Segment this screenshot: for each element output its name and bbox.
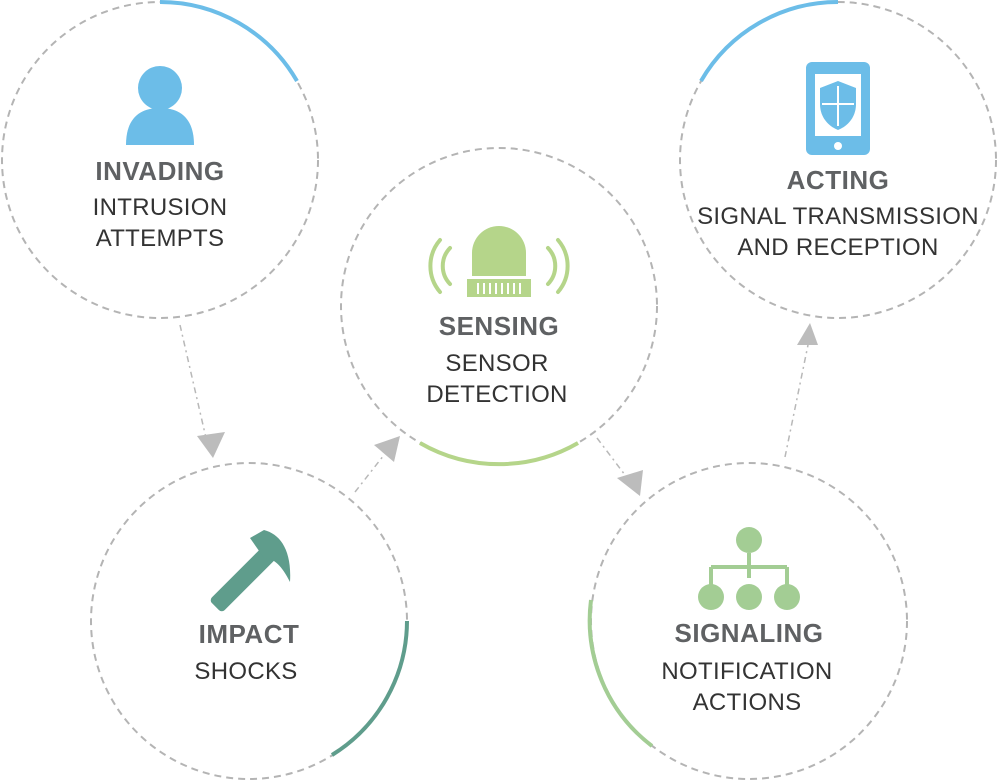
- stage-line: ATTEMPTS: [96, 225, 225, 252]
- stage-title: INVADING: [95, 156, 224, 186]
- stage-line: AND RECEPTION: [737, 234, 938, 261]
- stage-title: SENSING: [439, 311, 560, 341]
- connectors: [179, 323, 818, 496]
- stage-line: DETECTION: [426, 381, 567, 408]
- network-hierarchy-icon: [698, 527, 800, 610]
- arrow-invading-to-impact: [179, 324, 225, 458]
- stage-invading: INVADING INTRUSION ATTEMPTS: [1, 0, 319, 319]
- arrow-signaling-to-acting: [784, 323, 818, 458]
- stage-title: SIGNALING: [675, 618, 824, 648]
- arrow-impact-to-sensing: [354, 436, 400, 493]
- stage-sensing: SENSING SENSOR DETECTION: [340, 147, 658, 467]
- hammer-icon: [210, 530, 291, 612]
- stage-line: INTRUSION: [93, 194, 228, 221]
- accent-arc: [699, 0, 839, 83]
- phone-shield-icon: [806, 62, 870, 155]
- stage-line: SHOCKS: [194, 658, 297, 685]
- accent-arc: [419, 441, 579, 467]
- person-icon: [126, 66, 194, 145]
- stage-line: ACTIONS: [693, 689, 802, 716]
- stage-line: NOTIFICATION: [661, 658, 832, 685]
- stage-acting: ACTING SIGNAL TRANSMISSION AND RECEPTION: [679, 0, 997, 319]
- stage-ring: [679, 1, 997, 319]
- stage-impact: IMPACT SHOCKS: [90, 462, 409, 780]
- stage-ring: [340, 147, 658, 465]
- stage-title: ACTING: [787, 165, 890, 195]
- stage-line: SIGNAL TRANSMISSION: [697, 203, 979, 230]
- accent-arc: [159, 0, 299, 83]
- alarm-beacon-icon: [428, 226, 570, 297]
- stage-signaling: SIGNALING NOTIFICATION ACTIONS: [587, 462, 908, 780]
- arrow-sensing-to-signaling: [596, 437, 643, 496]
- accent-arc: [587, 599, 654, 748]
- stage-line: SENSOR: [445, 350, 548, 377]
- stage-title: IMPACT: [199, 619, 300, 649]
- accent-arc: [330, 620, 409, 757]
